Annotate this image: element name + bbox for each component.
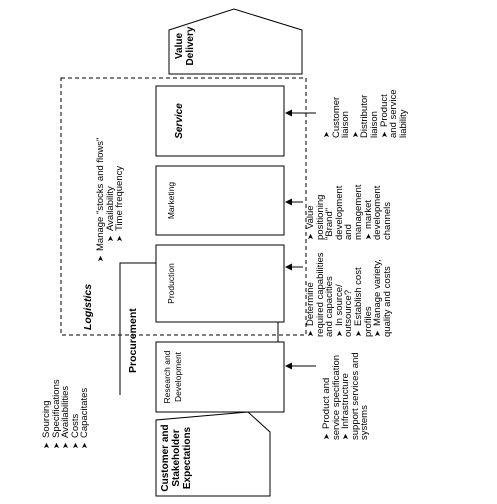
service-label: Service [174, 87, 185, 155]
bullet-arrow-icon: ➤ [96, 255, 105, 262]
marketing-notes: ➤Value positioning "Brand" development a… [305, 175, 393, 240]
research-label-text: Research and Development [162, 350, 183, 404]
production-box [155, 244, 285, 323]
procurement-label-text: Procurement [127, 308, 139, 373]
service-box [155, 85, 285, 157]
production-notes: ➤Determine required capabilities and cap… [305, 252, 393, 338]
marketing-label: Marketing [166, 167, 177, 234]
service-label-text: Service [174, 103, 185, 139]
list-item: ➤Value positioning "Brand" development a… [305, 175, 364, 240]
list-item-text: Customer liaison [330, 96, 352, 138]
list-item: ➤Establish cost profiles [353, 252, 374, 337]
list-item-text: Value positioning "Brand" development an… [305, 184, 364, 240]
list-item-text: Distributor liaison [359, 94, 380, 138]
list-item: ➤market development channels [363, 175, 393, 240]
list-item-text: Determine required capabilities and capa… [305, 252, 336, 338]
research-box [155, 341, 285, 413]
customer-label: Customer and Stakeholder Expectations [160, 420, 193, 496]
bullet-arrow-icon: ➤ [42, 442, 51, 449]
marketing-box [155, 165, 285, 236]
logistics-region [60, 77, 307, 336]
bullet-arrow-icon: ➤ [70, 442, 80, 449]
logistics-list: ➤Manage "stocks and flows" ➤Availability… [95, 127, 126, 262]
value-delivery-shape [168, 8, 303, 75]
production-label-text: Production [166, 263, 176, 304]
bullet-arrow-icon: ➤ [105, 235, 115, 242]
list-item-text: Manage variety, quality and costs [372, 259, 393, 337]
procurement-label: Procurement [127, 308, 139, 373]
list-item: ➤ Time frequency [114, 127, 126, 262]
list-item: ➤Manage variety, quality and costs [372, 252, 393, 337]
list-item: ➤ Capacitates [79, 339, 91, 449]
list-item: ➤Customer liaison [322, 88, 351, 138]
procurement-list: ➤Sourcing ➤Specifications ➤Availabilitie… [41, 339, 91, 449]
list-item: ➤Distributor liaison [351, 88, 380, 138]
research-label: Research and Development [162, 343, 184, 411]
bullet-arrow-icon: ➤ [51, 442, 61, 449]
list-item-text: Capacitates [79, 387, 91, 438]
list-item: ➤Product and service liability [379, 88, 409, 138]
production-label: Production [166, 246, 177, 321]
bullet-arrow-icon: ➤ [115, 235, 125, 242]
bullet-arrow-icon: ➤ [80, 442, 90, 449]
value-delivery-label: Value Delivery [174, 18, 196, 74]
customer-label-text: Customer and Stakeholder Expectations [160, 424, 193, 492]
list-item-text: Product and service specification [321, 354, 342, 440]
research-notes: ➤Product and service specification ➤Infr… [321, 352, 371, 440]
list-item: ➤Infrastructure support services and sys… [340, 352, 371, 440]
list-item: ➤Product and service specification [321, 352, 342, 440]
value-delivery-label-text: Value Delivery [174, 26, 196, 66]
list-item-text: Infrastructure support services and syst… [340, 352, 371, 440]
procurement-bracket [119, 262, 156, 395]
service-notes: ➤Customer liaison ➤Distributor liaison ➤… [322, 88, 409, 138]
list-item: ➤In source/ outsource? [334, 252, 355, 337]
list-item: ➤Determine required capabilities and cap… [305, 252, 336, 338]
bullet-arrow-icon: ➤ [61, 442, 71, 449]
customer-expectations-shape [155, 411, 271, 497]
logistics-label: Logistics [82, 284, 94, 330]
logistics-label-text: Logistics [82, 283, 94, 330]
list-item-text: Time frequency [114, 165, 126, 231]
marketing-label-text: Marketing [166, 181, 176, 220]
